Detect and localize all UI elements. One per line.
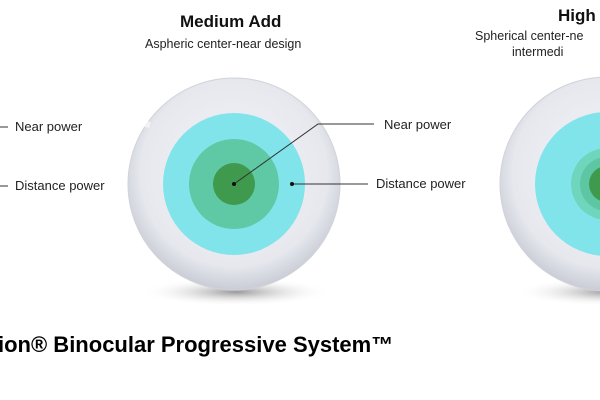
medium-add-subtitle: Aspheric center-near design bbox=[145, 37, 302, 51]
high-add-subtitle-line2: intermedi bbox=[512, 45, 564, 59]
left-distance-label: Distance power bbox=[15, 178, 105, 193]
slide-footer-title: ion® Binocular Progressive System™ bbox=[0, 332, 394, 357]
left-near-label: Near power bbox=[15, 119, 83, 134]
near-pointer-line bbox=[233, 123, 374, 185]
medium-distance-label: Distance power bbox=[376, 176, 466, 191]
lens-shadow bbox=[141, 278, 331, 306]
medium-add-title: Medium Add bbox=[180, 12, 282, 31]
distance-zone bbox=[535, 112, 600, 256]
high-add-subtitle-line1: Spherical center-ne bbox=[475, 29, 584, 43]
high-add-title: High bbox=[558, 6, 596, 25]
near-zone bbox=[589, 167, 600, 201]
medium-add-lens bbox=[68, 77, 374, 306]
medium-near-label: Near power bbox=[384, 117, 452, 132]
high-add-lens bbox=[499, 76, 600, 306]
